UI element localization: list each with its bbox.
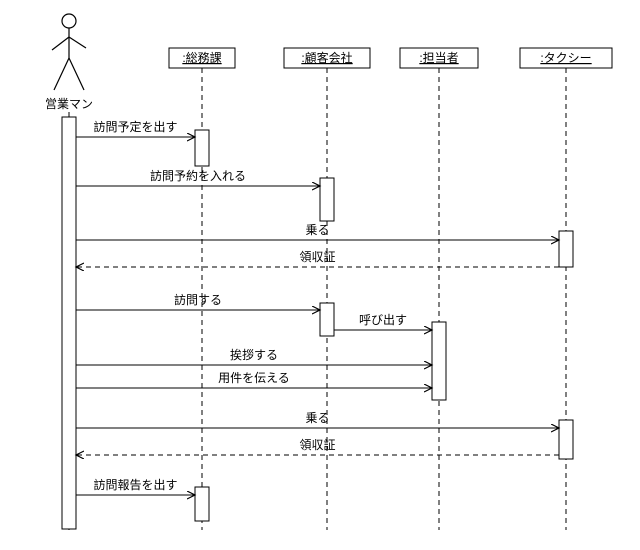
- activation-tantou-5: [431, 321, 447, 401]
- lifeline-label-taxi: :タクシー: [540, 51, 591, 65]
- actor-arm-left: [51, 36, 70, 51]
- message-label-10: 訪問報告を出す: [93, 477, 177, 492]
- activation-taxi-3: [558, 230, 574, 268]
- message-label-6: 挨拶する: [230, 347, 278, 362]
- actor-label: 営業マン: [45, 97, 93, 111]
- message-label-0: 訪問予定を出す: [93, 119, 177, 134]
- message-label-2: 乗る: [305, 223, 329, 237]
- activation-soumuka-1: [194, 129, 210, 167]
- actor-leg-right: [68, 57, 85, 91]
- actor-leg-left: [53, 57, 70, 91]
- lifeline-head-kokyaku: [283, 47, 371, 69]
- activation-actor-0: [61, 116, 77, 530]
- message-label-3: 領収証: [299, 249, 335, 264]
- activation-taxi-6: [558, 419, 574, 460]
- message-label-1: 訪問予約を入れる: [150, 168, 246, 183]
- message-label-9: 領収証: [299, 437, 335, 452]
- actor-arm-right: [68, 36, 87, 49]
- activation-kokyaku-4: [319, 302, 335, 337]
- actor-icon: [51, 13, 87, 91]
- message-label-4: 訪問する: [174, 292, 222, 307]
- lifeline-label-kokyaku: :顧客会社: [301, 50, 352, 65]
- message-label-7: 用件を伝える: [218, 371, 290, 385]
- message-label-5: 呼び出す: [359, 313, 407, 327]
- lifeline-head-soumuka: [168, 47, 236, 69]
- activation-soumuka-7: [194, 486, 210, 522]
- lifeline-head-taxi: [519, 47, 613, 69]
- message-label-8: 乗る: [305, 411, 329, 425]
- activation-kokyaku-2: [319, 177, 335, 222]
- lifeline-head-tantou: [399, 47, 479, 69]
- actor-head: [61, 13, 77, 29]
- lifeline-label-soumuka: :総務課: [182, 50, 221, 65]
- lifeline-label-tantou: :担当者: [419, 51, 458, 65]
